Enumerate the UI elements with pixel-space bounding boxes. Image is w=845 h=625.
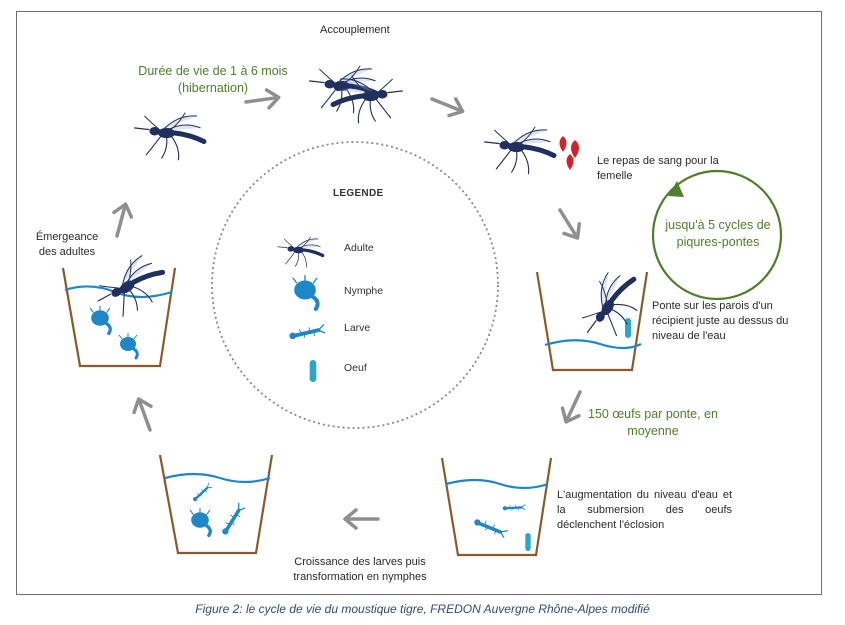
cup-larvae [158,454,274,555]
arrow-2-icon [426,88,468,122]
legend-circle [211,141,499,429]
label-lifespan: Durée de vie de 1 à 6 mois (hibernation) [138,64,288,95]
adult-mosquito-left [134,113,204,161]
label-emergence: Émergeance des adultes [35,231,99,258]
legend-nymph-icon [293,275,318,309]
label-larvae-growth: Croissance des larves puis transformatio… [293,556,427,583]
legend-label-nymph: Nymphe [344,285,384,297]
arrow-7-icon [106,200,136,241]
arrow-5-icon [343,508,380,530]
label-mating: Accouplement [320,24,390,36]
legend-label-larva: Larve [344,322,371,334]
cycles-circle [651,169,783,301]
arrow-6-icon [128,394,161,435]
legend-adult-icon [275,235,325,270]
legend-larva-icon [287,322,327,342]
cup-hatching [440,457,553,557]
cup-emergence [61,249,177,368]
arrow-4-icon [556,386,590,428]
label-laying: Ponte sur les parois d'un récipient just… [652,300,789,342]
legend-title: LEGENDE [333,188,384,199]
cycles-arrowhead-icon [668,181,684,197]
feeding-mosquito [484,127,554,175]
legend-label-adult: Adulte [344,242,374,254]
label-hatching: L'augmentation du niveau d'eau et la sub… [557,489,732,531]
cup-laying [535,265,650,372]
figure-frame [16,11,822,595]
legend-label-egg: Oeuf [344,362,367,374]
legend-egg-icon [309,360,317,382]
blood-drops-icon [559,136,579,170]
label-blood-meal: Le repas de sang pour la femelle [597,155,719,182]
arrow-3-icon [550,203,587,245]
label-cycles: jusqu'à 5 cycles de piqures-pontes [665,218,771,249]
figure-caption: Figure 2: le cycle de vie du moustique t… [195,602,650,616]
mating-mosquitoes [309,66,403,124]
label-eggs-count: 150 œufs par ponte, en moyenne [588,407,718,438]
